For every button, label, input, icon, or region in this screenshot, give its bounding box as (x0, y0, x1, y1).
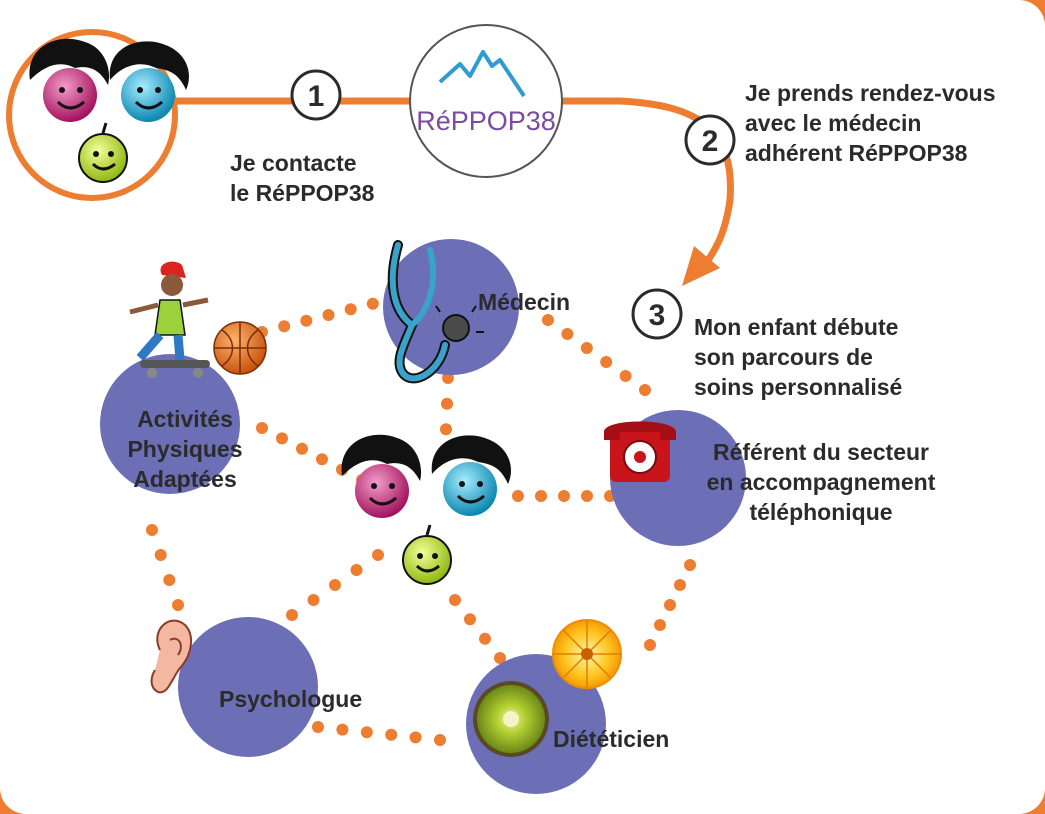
node-activites-line: Physiques (127, 436, 243, 462)
node-activites-line: Activités (137, 406, 233, 432)
network-dot (307, 594, 320, 606)
network-dot (464, 613, 476, 626)
network-dot (286, 609, 298, 621)
network-dot (535, 490, 547, 502)
network-dot (441, 397, 453, 410)
node-referent-label: Référent du secteur en accompagnement té… (676, 437, 966, 527)
kids-faces-icon (29, 38, 189, 183)
logo-text: RéPPOP38 (416, 106, 556, 136)
network-dot (360, 726, 373, 739)
node-psychologue (178, 617, 318, 757)
network-dot (329, 579, 341, 591)
network-dot (336, 723, 349, 736)
node-dieteticien-label: Diététicien (553, 726, 670, 752)
network-dot (494, 652, 506, 664)
step-2-number: 2 (702, 125, 719, 158)
network-dot (654, 619, 666, 631)
mountain-icon (438, 50, 526, 98)
network-dot (385, 728, 398, 741)
network-dot (322, 309, 335, 321)
network-dot (434, 734, 446, 746)
step-1-line: le RéPPOP38 (230, 180, 375, 206)
network-dot (440, 423, 452, 436)
step-number-1-marker: 1 (290, 69, 342, 121)
network-dot (561, 328, 574, 340)
arrow-head-icon (682, 246, 720, 286)
stethoscope-icon (387, 240, 484, 384)
network-dot (154, 549, 167, 561)
node-medecin (383, 239, 519, 375)
step-1-line: Je contacte (230, 150, 357, 176)
step-3-text: Mon enfant débute son parcours de soins … (694, 312, 902, 402)
step-2-text: Je prends rendez-vous avec le médecin ad… (745, 78, 996, 168)
network-dot (581, 490, 593, 502)
node-psychologue-label: Psychologue (219, 686, 363, 712)
network-dot (600, 356, 613, 368)
step-1-number: 1 (308, 80, 325, 113)
step-3-number: 3 (649, 299, 666, 332)
network-dot (316, 453, 328, 466)
step-2-line: adhérent RéPPOP38 (745, 140, 968, 166)
node-activites-label: Activités Physiques Adaptées (105, 404, 265, 494)
network-dot (296, 442, 308, 455)
telephone-icon (604, 421, 676, 482)
network-dot (146, 524, 158, 536)
network-dot (300, 314, 313, 327)
network-dot (350, 564, 363, 576)
basketball-icon (213, 321, 267, 375)
network-dot (372, 549, 384, 561)
network-dot (684, 559, 696, 571)
network-dot (674, 579, 686, 591)
step-1-text: Je contacte le RéPPOP38 (230, 148, 374, 208)
skateboarder-icon (129, 261, 210, 378)
node-medecin-label: Médecin (478, 289, 571, 315)
node-activites (100, 354, 240, 494)
step-3-line: son parcours de (694, 344, 873, 370)
network-dot (479, 632, 491, 645)
network-dot (512, 490, 524, 502)
network-dot (256, 422, 268, 434)
network-dot (639, 384, 651, 396)
node-activites-line: Adaptées (133, 466, 237, 492)
step-number-2-marker: 2 (684, 114, 736, 166)
step-path (170, 97, 734, 286)
network-dot (366, 297, 379, 310)
node-referent-line: téléphonique (749, 499, 893, 525)
network-dot (664, 599, 676, 611)
network-dot (409, 731, 422, 744)
network-dot (580, 342, 593, 354)
network-dot (172, 599, 184, 611)
network-dot (644, 639, 656, 651)
network-dot (163, 574, 176, 586)
step-3-line: Mon enfant débute (694, 314, 899, 340)
step-2-line: Je prends rendez-vous (745, 80, 996, 106)
kiwi-icon (473, 681, 549, 757)
reppop-logo[interactable]: RéPPOP38 (409, 24, 563, 178)
step-3-line: soins personnalisé (694, 374, 903, 400)
network-dot (449, 594, 461, 606)
center-kids-faces-icon (341, 434, 511, 585)
step-number-3-marker: 3 (631, 288, 683, 340)
step-2-line: avec le médecin (745, 110, 922, 136)
network-dot (619, 370, 632, 382)
network-dot (276, 432, 288, 445)
orange-slice-icon (552, 619, 622, 689)
ear-icon (150, 619, 192, 694)
network-dot (278, 320, 291, 333)
network-dot (542, 314, 554, 326)
network-dot (312, 721, 324, 733)
network-dot (344, 303, 357, 316)
node-referent-line: Référent du secteur (712, 439, 929, 465)
network-dot (558, 490, 570, 502)
node-referent-line: en accompagnement (706, 469, 936, 495)
